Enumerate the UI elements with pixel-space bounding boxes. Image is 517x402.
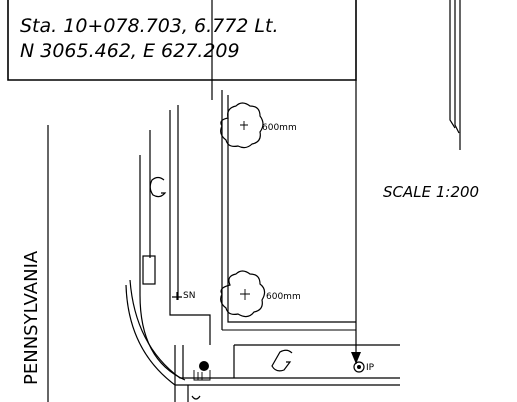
bottom-curb-arc (191, 395, 201, 400)
tree-icon-1 (220, 102, 264, 149)
tree-size-label-2: 600mm (266, 292, 301, 302)
sign-label: SN (183, 291, 195, 301)
street-name-label: PENNSYLVANIA (21, 250, 42, 385)
station-offset-text: Sta. 10+078.703, 6.772 Lt. (20, 15, 279, 37)
curb-lines (125, 105, 400, 402)
hydrant-icon (193, 361, 211, 381)
callout-box (7, 0, 357, 81)
scale-label: SCALE 1:200 (383, 183, 479, 201)
coordinate-callout: Sta. 10+078.703, 6.772 Lt. N 3065.462, E… (7, 0, 357, 81)
tree-icon-2 (220, 270, 266, 318)
iron-pin-icon (353, 361, 365, 373)
gutter-symbol-1 (149, 176, 167, 198)
tree-size-label-1: 600mm (262, 123, 297, 133)
utility-box (142, 255, 156, 285)
sign-icon (172, 292, 182, 300)
iron-pin-label: IP (366, 363, 375, 373)
right-edge-lines (449, 0, 461, 150)
northing-easting-text: N 3065.462, E 627.209 (20, 40, 240, 62)
leader-arrowhead (351, 352, 361, 364)
gutter-symbol-2 (271, 349, 293, 372)
property-lines (211, 0, 356, 331)
